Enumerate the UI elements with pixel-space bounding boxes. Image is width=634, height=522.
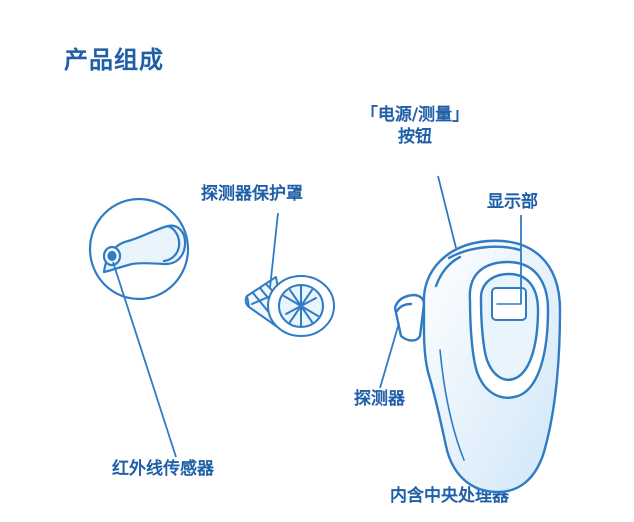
leader-probe-cover (269, 212, 279, 289)
label-cpu: 内含中央处理器 (390, 486, 509, 506)
label-power-button: 「电源/测量」 按钮 (330, 104, 500, 148)
label-power-button-line1: 「电源/测量」 (360, 105, 470, 125)
label-probe: 探测器 (354, 389, 405, 409)
leader-power-button (437, 175, 457, 249)
thermometer-body (393, 239, 562, 494)
leader-probe (379, 322, 400, 389)
section-title: 产品组成 (64, 46, 164, 74)
probe-cover-drawing (244, 275, 335, 337)
label-probe-cover: 探测器保护罩 (201, 184, 303, 204)
label-display: 显示部 (487, 192, 538, 212)
label-power-button-line2: 按钮 (398, 127, 432, 147)
label-ir-sensor: 红外线传感器 (112, 459, 214, 479)
leader-ir-sensor (112, 261, 177, 458)
ir-sensor-closeup (88, 197, 190, 301)
